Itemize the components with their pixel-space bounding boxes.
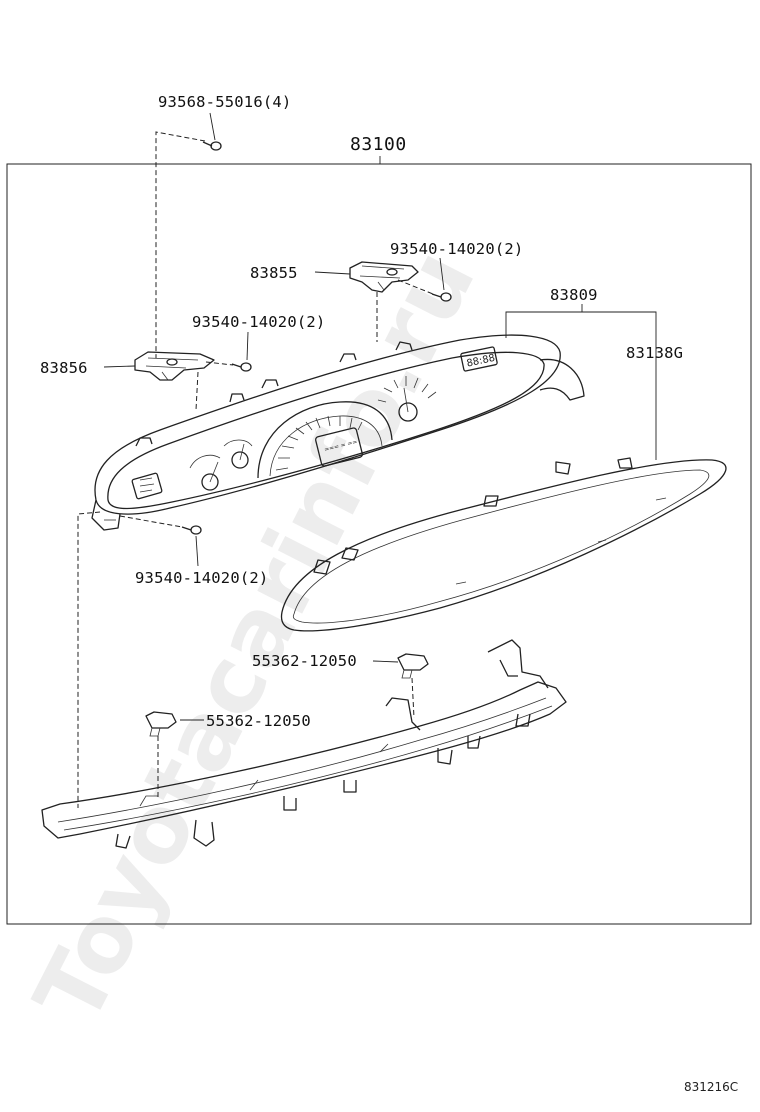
odometer-display [314, 427, 364, 467]
screw-left-icon [231, 362, 252, 372]
clip-lower-icon [145, 711, 177, 737]
label-bracket-right: 83855 [250, 264, 298, 282]
screw-right-icon [431, 292, 452, 302]
label-screw-right-bracket: 93540-14020(2) [390, 240, 523, 258]
meter-glass [280, 457, 727, 632]
lower-bracket [41, 639, 567, 849]
reference-code: 831216C [684, 1080, 738, 1094]
fuel-gauge [201, 473, 219, 491]
label-meter-cover-group: 83809 [550, 286, 598, 304]
label-glass: 83138G [626, 344, 683, 362]
label-bracket-left: 83856 [40, 359, 88, 377]
clock-display [460, 346, 498, 372]
screw-top-icon [202, 141, 222, 151]
speedometer-ticks [275, 415, 363, 471]
bracket-left [134, 351, 215, 381]
label-screw-bottom: 93540-14020(2) [135, 569, 268, 587]
bracket-right [349, 261, 419, 293]
label-screw-left-bracket: 93540-14020(2) [192, 313, 325, 331]
assembly-frame [6, 163, 752, 925]
temp-gauge [231, 451, 249, 469]
label-clip-lower: 55362-12050 [206, 712, 311, 730]
label-screw-top: 93568-55016(4) [158, 93, 291, 111]
tachometer [398, 402, 418, 422]
label-clip-upper: 55362-12050 [252, 652, 357, 670]
watermark: Toyotacarinfo.ru [14, 233, 496, 1040]
clip-upper-icon [397, 653, 429, 679]
screw-bottom-icon [181, 525, 202, 535]
label-assembly: 83100 [350, 134, 407, 155]
